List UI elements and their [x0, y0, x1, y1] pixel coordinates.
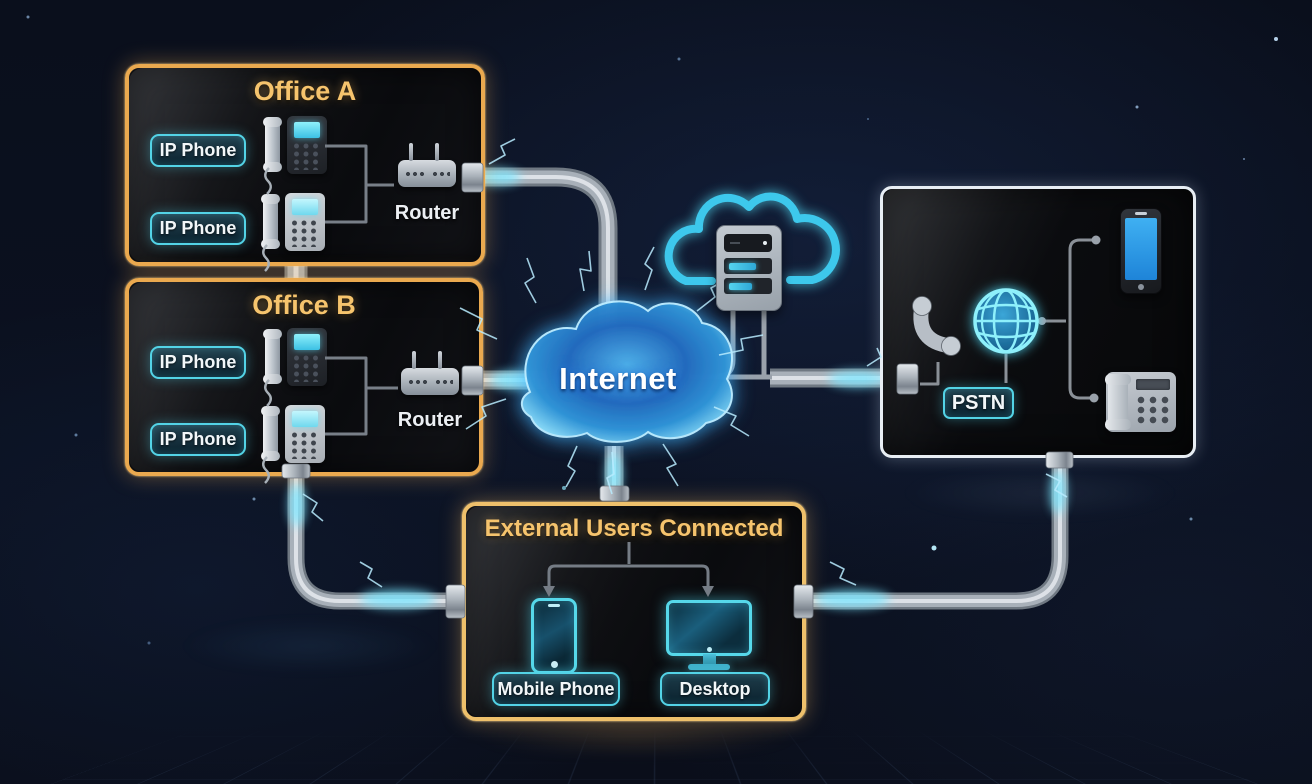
pstn-label: PSTN: [951, 391, 1006, 414]
ip-phone-icon: [261, 193, 325, 251]
ip-phone-icon: [263, 116, 327, 174]
router-icon: [398, 143, 456, 187]
office-a-title: Office A: [253, 76, 357, 106]
stars: [0, 0, 2, 2]
ip-phone-chip: IP Phone: [150, 346, 246, 379]
neon-mobile-phone-icon: [531, 598, 577, 674]
monitor-stand: [703, 654, 716, 664]
desk-phone-icon: [1104, 370, 1176, 432]
mobile-phone-label: Mobile Phone: [497, 678, 615, 699]
pstn-panel: PSTN: [880, 186, 1196, 458]
smartphone-icon: [1120, 208, 1162, 294]
ip-phone-label: IP Phone: [159, 352, 237, 372]
floor-reflection: [180, 620, 440, 672]
external-users-title: External Users Connected: [484, 515, 784, 542]
desktop-label: Desktop: [679, 678, 751, 699]
ip-phone-icon: [263, 328, 327, 386]
server-slot: [724, 278, 772, 294]
monitor-stand-base: [688, 664, 730, 670]
external-users-panel: External Users Connected Mobile Phone De…: [462, 502, 806, 721]
mobile-phone-chip: Mobile Phone: [492, 672, 620, 706]
neon-desktop-monitor-icon: [666, 600, 752, 656]
server-panel: [724, 234, 772, 252]
desktop-chip: Desktop: [660, 672, 770, 706]
router-label: Router: [397, 409, 463, 431]
office-b-panel: Office B IP Phone IP Phone Router: [125, 278, 483, 476]
ip-phone-chip: IP Phone: [150, 134, 246, 167]
pstn-chip: PSTN: [943, 387, 1014, 419]
cloud-glow-inner: [545, 320, 715, 450]
ip-phone-chip: IP Phone: [150, 212, 246, 245]
server-slot: [724, 258, 772, 274]
floor-reflection: [470, 714, 800, 756]
ip-phone-label: IP Phone: [159, 140, 237, 160]
cloud-server-icon: [716, 225, 782, 311]
office-b-title: Office B: [252, 290, 356, 320]
ip-phone-chip: IP Phone: [150, 423, 246, 456]
floor-reflection: [900, 468, 1180, 518]
router-icon: [401, 351, 459, 395]
office-a-panel: Office A IP Phone IP Phone Router: [125, 64, 485, 266]
ip-phone-label: IP Phone: [159, 429, 237, 449]
ip-phone-icon: [261, 405, 325, 463]
ip-phone-label: IP Phone: [159, 218, 237, 238]
router-label: Router: [394, 202, 460, 224]
